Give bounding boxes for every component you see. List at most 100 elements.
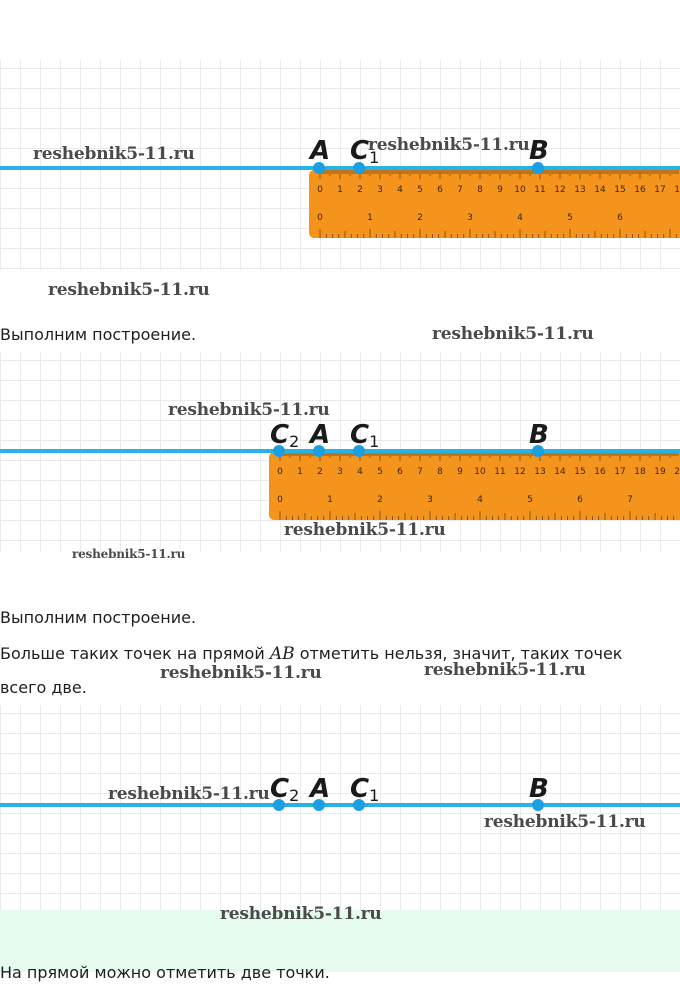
paragraph-conclusion: Больше таких точек на прямой AB отметить… [0,644,623,697]
ruler-cm-label: 10 [474,467,486,477]
watermark: reshebnik5-11.ru [108,784,270,804]
ruler-cm-label: 15 [574,467,585,477]
point-c1 [353,799,365,811]
ruler-cm-label: 16 [594,467,606,477]
figure-panel-1: 01234567891011121314151617180123456 A C1… [0,60,680,270]
label-c2: C2 [270,420,299,451]
ruler-cm-label: 17 [654,185,665,195]
ruler-cm-label: 20 [674,467,680,477]
watermark: reshebnik5-11.ru [168,400,330,420]
ruler-cm-label: 8 [437,467,443,477]
point-c2 [273,799,285,811]
ruler-cm-label: 12 [514,467,525,477]
ruler-inch-label: 1 [327,495,333,505]
ruler: 01234567891011121314151617180123456 [309,170,680,238]
watermark: reshebnik5-11.ru [72,547,186,561]
ruler-inch-label: 5 [527,495,533,505]
ruler-cm-label: 16 [634,185,646,195]
paragraph-construction-1: Выполним построение. [0,325,197,344]
label-b: B [529,136,549,166]
watermark: reshebnik5-11.ru [284,520,446,540]
ruler-inch-label: 1 [367,213,373,223]
label-c1: C1 [350,774,379,805]
ruler-inch-label: 2 [417,213,423,223]
ruler-inch-label: 6 [617,213,623,223]
watermark: reshebnik5-11.ru [432,324,594,344]
ruler-cm-label: 5 [417,185,423,195]
label-b: B [529,774,549,804]
point-b [532,799,544,811]
ruler-cm-label: 9 [497,185,503,195]
label-a: A [308,136,330,166]
math-ab: AB [269,644,295,664]
ruler-cm-label: 18 [634,467,646,477]
point-b [532,162,544,174]
figure-panel-3: C2 A C1 B [0,705,680,910]
ruler-body [309,170,680,238]
label-c1: C1 [350,420,379,451]
point-c1 [353,162,365,174]
ruler-cm-label: 6 [437,185,443,195]
ruler-cm-label: 10 [514,185,526,195]
paragraph-construction-2: Выполним построение. [0,608,197,627]
ruler-cm-label: 1 [337,185,343,195]
watermark: reshebnik5-11.ru [160,663,322,683]
label-a: A [308,420,330,450]
ruler-cm-label: 7 [457,185,463,195]
ruler-inch-label: 6 [577,495,583,505]
ruler-cm-label: 4 [357,467,363,477]
label-c2: C2 [270,774,299,805]
ruler-cm-label: 2 [357,185,363,195]
watermark: reshebnik5-11.ru [48,280,210,300]
ruler: 0123456789101112131415161718192001234567 [269,452,680,520]
ruler-inch-label: 3 [427,495,433,505]
ruler-cm-label: 15 [614,185,625,195]
ruler-cm-label: 0 [317,185,323,195]
point-a [313,799,325,811]
ruler-cm-label: 13 [574,185,585,195]
figure-1-drawing: 01234567891011121314151617180123456 A C1… [0,136,680,238]
figure-3-drawing: C2 A C1 B [0,774,680,811]
ruler-cm-label: 0 [277,467,283,477]
ruler-inch-label: 3 [467,213,473,223]
ruler-cm-label: 3 [337,467,343,477]
ruler-cm-label: 9 [457,467,463,477]
ruler-body [269,452,680,520]
watermark: reshebnik5-11.ru [424,660,586,680]
ruler-cm-label: 11 [534,185,545,195]
label-b: B [529,420,549,450]
watermark: reshebnik5-11.ru [368,135,530,155]
ruler-cm-label: 11 [494,467,505,477]
watermark: reshebnik5-11.ru [220,904,382,924]
ruler-inch-label: 5 [567,213,573,223]
ruler-cm-label: 4 [397,185,403,195]
ruler-cm-label: 13 [534,467,545,477]
ruler-cm-label: 7 [417,467,423,477]
label-c1: C1 [350,136,379,167]
figure-2-drawing: 0123456789101112131415161718192001234567… [0,420,680,520]
ruler-inch-label: 0 [317,213,323,223]
ruler-cm-label: 8 [477,185,483,195]
ruler-cm-label: 14 [554,467,566,477]
ruler-inch-label: 4 [517,213,523,223]
point-a [313,445,325,457]
ruler-cm-label: 12 [554,185,565,195]
ruler-cm-label: 5 [377,467,383,477]
ruler-cm-label: 18 [674,185,680,195]
ruler-cm-label: 2 [317,467,323,477]
ruler-cm-label: 3 [377,185,383,195]
ruler-inch-label: 2 [377,495,383,505]
answer-box [0,910,680,972]
point-c2 [273,445,285,457]
ruler-cm-label: 14 [594,185,606,195]
ruler-cm-label: 1 [297,467,303,477]
ruler-inch-label: 0 [277,495,283,505]
ruler-inch-label: 7 [627,495,633,505]
figure-panel-2: 0123456789101112131415161718192001234567… [0,352,680,552]
watermark: reshebnik5-11.ru [484,812,646,832]
label-a: A [308,774,330,804]
watermark: reshebnik5-11.ru [33,144,195,164]
ruler-cm-label: 17 [614,467,625,477]
point-a [313,162,325,174]
answer-text: На прямой можно отметить две точки. [0,963,330,982]
